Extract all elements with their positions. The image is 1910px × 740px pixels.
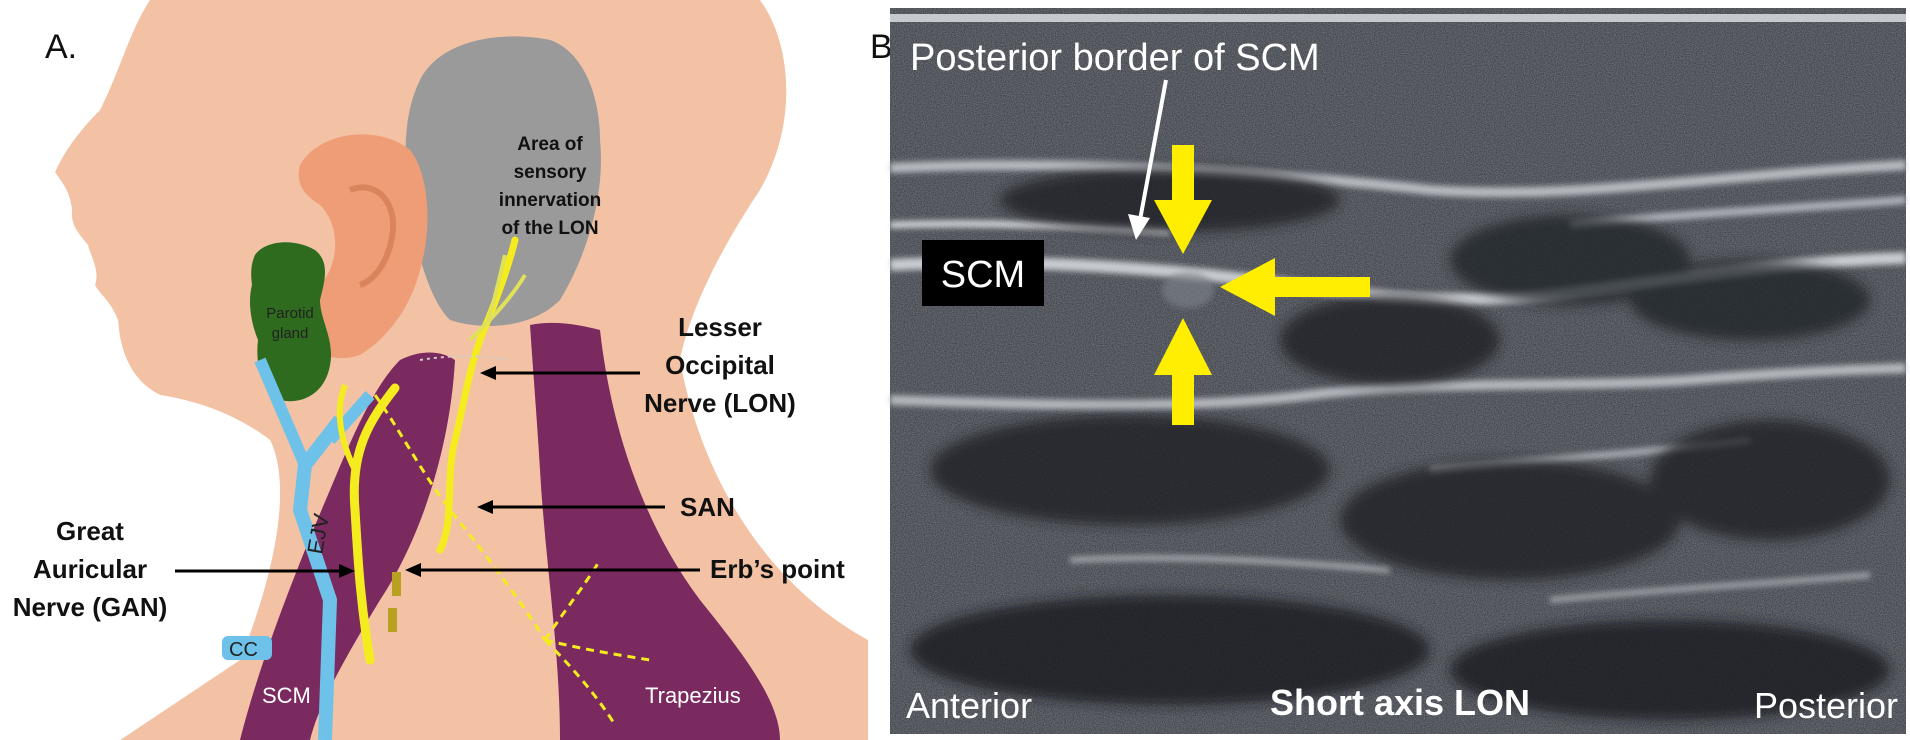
yellow-arrow-left [1220,258,1370,316]
scm-label-box [922,240,1044,306]
lon-label-line2: Occipital [665,350,775,380]
san-branch-b [544,638,651,662]
parotid-label-line1: Parotid [266,305,314,322]
parotid-gland [250,242,332,402]
trapezius-muscle [530,322,780,740]
lon-branch-2 [468,273,527,342]
erbs-point-label: Erb’s point [710,554,845,584]
erbs-point-marker-2 [388,608,397,632]
trapezius-label: Trapezius [645,683,741,708]
lon-sensory-area [405,36,601,326]
sensory-area-label-line3: innervation [499,190,601,211]
san-branch-c [543,638,617,726]
lon-dotted-path [419,355,511,361]
external-jugular-vein [293,415,346,740]
anatomy-illustration-panel: A. Area of sensory innervation of the LO… [0,0,870,740]
gan-pointer-arrow [175,564,355,578]
yellow-arrow-down [1154,145,1212,254]
posterior-border-pointer [1128,79,1168,240]
short-axis-label: Short axis LON [1270,682,1530,723]
sensory-area-label-line4: of the LON [501,218,598,239]
erbs-point-marker-1 [392,572,401,596]
lon-nerve-target [1162,272,1214,308]
ejv-branch-right [325,391,375,444]
scm-label: SCM [262,683,311,708]
ear-helix [348,184,397,288]
lon-branch-1 [486,254,507,321]
posterior-label: Posterior [1754,685,1898,726]
sensory-area-label-line1: Area of [517,134,583,155]
san-branch-a [543,559,602,641]
san-label: SAN [680,492,735,522]
common-carotid [222,636,272,660]
transducer-surface-line [890,14,1906,22]
panel-a-letter: A. [45,28,77,66]
background-front [0,0,280,740]
gan-label-line1: Great [56,516,124,546]
gan-label-line3: Nerve (GAN) [13,592,168,622]
gan-branch [336,383,358,472]
yellow-arrow-up [1154,318,1212,425]
scm-muscle [240,352,455,740]
ultrasound-field [889,8,1907,734]
lesser-occipital-nerve [436,236,519,554]
anterior-label: Anterior [906,685,1032,726]
posterior-border-label: Posterior border of SCM [910,37,1320,79]
great-auricular-nerve [349,383,400,665]
sensory-area-label-line2: sensory [514,162,587,183]
lon-label-line3: Nerve (LON) [644,388,796,418]
lon-pointer-arrow [480,366,640,380]
lon-label-line1: Lesser [678,312,762,342]
spinal-accessory-nerve [373,394,547,641]
erbs-point-pointer-arrow [405,563,700,577]
background-back [680,0,870,640]
cc-label: CC [229,639,258,661]
ultrasound-image-panel: B. Po [870,8,1907,734]
gan-label-line2: Auricular [33,554,147,584]
scm-box-label: SCM [941,254,1025,296]
ejv-branch-left [254,357,311,468]
parotid-label-line2: gland [272,325,309,342]
ear [298,134,428,359]
san-pointer-arrow [477,500,665,514]
